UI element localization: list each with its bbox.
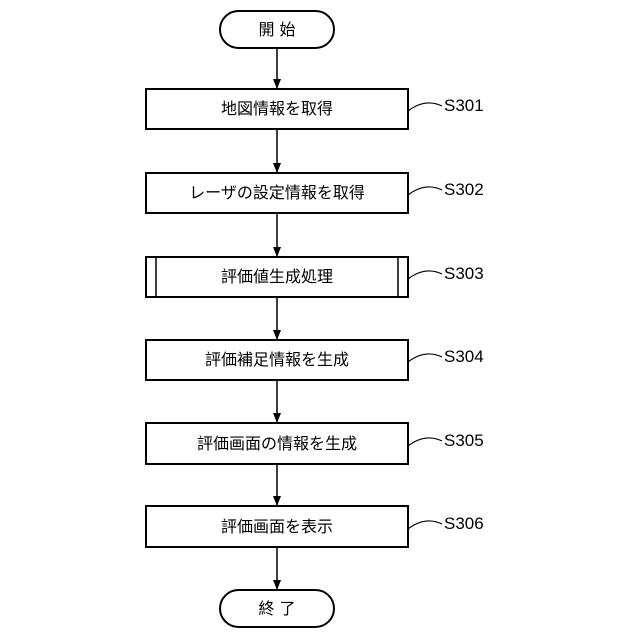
step-s304: 評価補足情報を生成 S304 — [146, 340, 484, 380]
step-s303-leader — [408, 271, 442, 279]
end-terminator: 終 了 — [220, 590, 334, 627]
step-s304-label: 評価補足情報を生成 — [205, 350, 349, 369]
step-s303-label: 評価値生成処理 — [221, 267, 333, 286]
step-s306-label: 評価画面を表示 — [221, 517, 333, 536]
step-s305-leader — [408, 438, 442, 446]
step-s301-label: 地図情報を取得 — [221, 99, 333, 118]
step-s303: 評価値生成処理 S303 — [146, 257, 484, 297]
step-s301-leader — [408, 103, 442, 111]
start-label: 開 始 — [258, 20, 295, 39]
step-s302-id: S302 — [444, 180, 484, 199]
step-s305-label: 評価画面の情報を生成 — [197, 434, 357, 453]
step-s301-id: S301 — [444, 96, 484, 115]
step-s305-id: S305 — [444, 431, 484, 450]
step-s306-leader — [408, 521, 442, 529]
step-s305: 評価画面の情報を生成 S305 — [146, 423, 484, 464]
step-s302-label: レーザの設定情報を取得 — [189, 183, 365, 202]
end-label: 終 了 — [258, 599, 295, 618]
step-s304-leader — [408, 354, 442, 362]
step-s304-id: S304 — [444, 347, 484, 366]
step-s306-id: S306 — [444, 514, 484, 533]
step-s301: 地図情報を取得 S301 — [146, 89, 484, 129]
step-s302-leader — [408, 187, 442, 195]
step-s302: レーザの設定情報を取得 S302 — [146, 173, 484, 213]
start-terminator: 開 始 — [220, 11, 334, 48]
step-s306: 評価画面を表示 S306 — [146, 506, 484, 547]
step-s303-id: S303 — [444, 264, 484, 283]
